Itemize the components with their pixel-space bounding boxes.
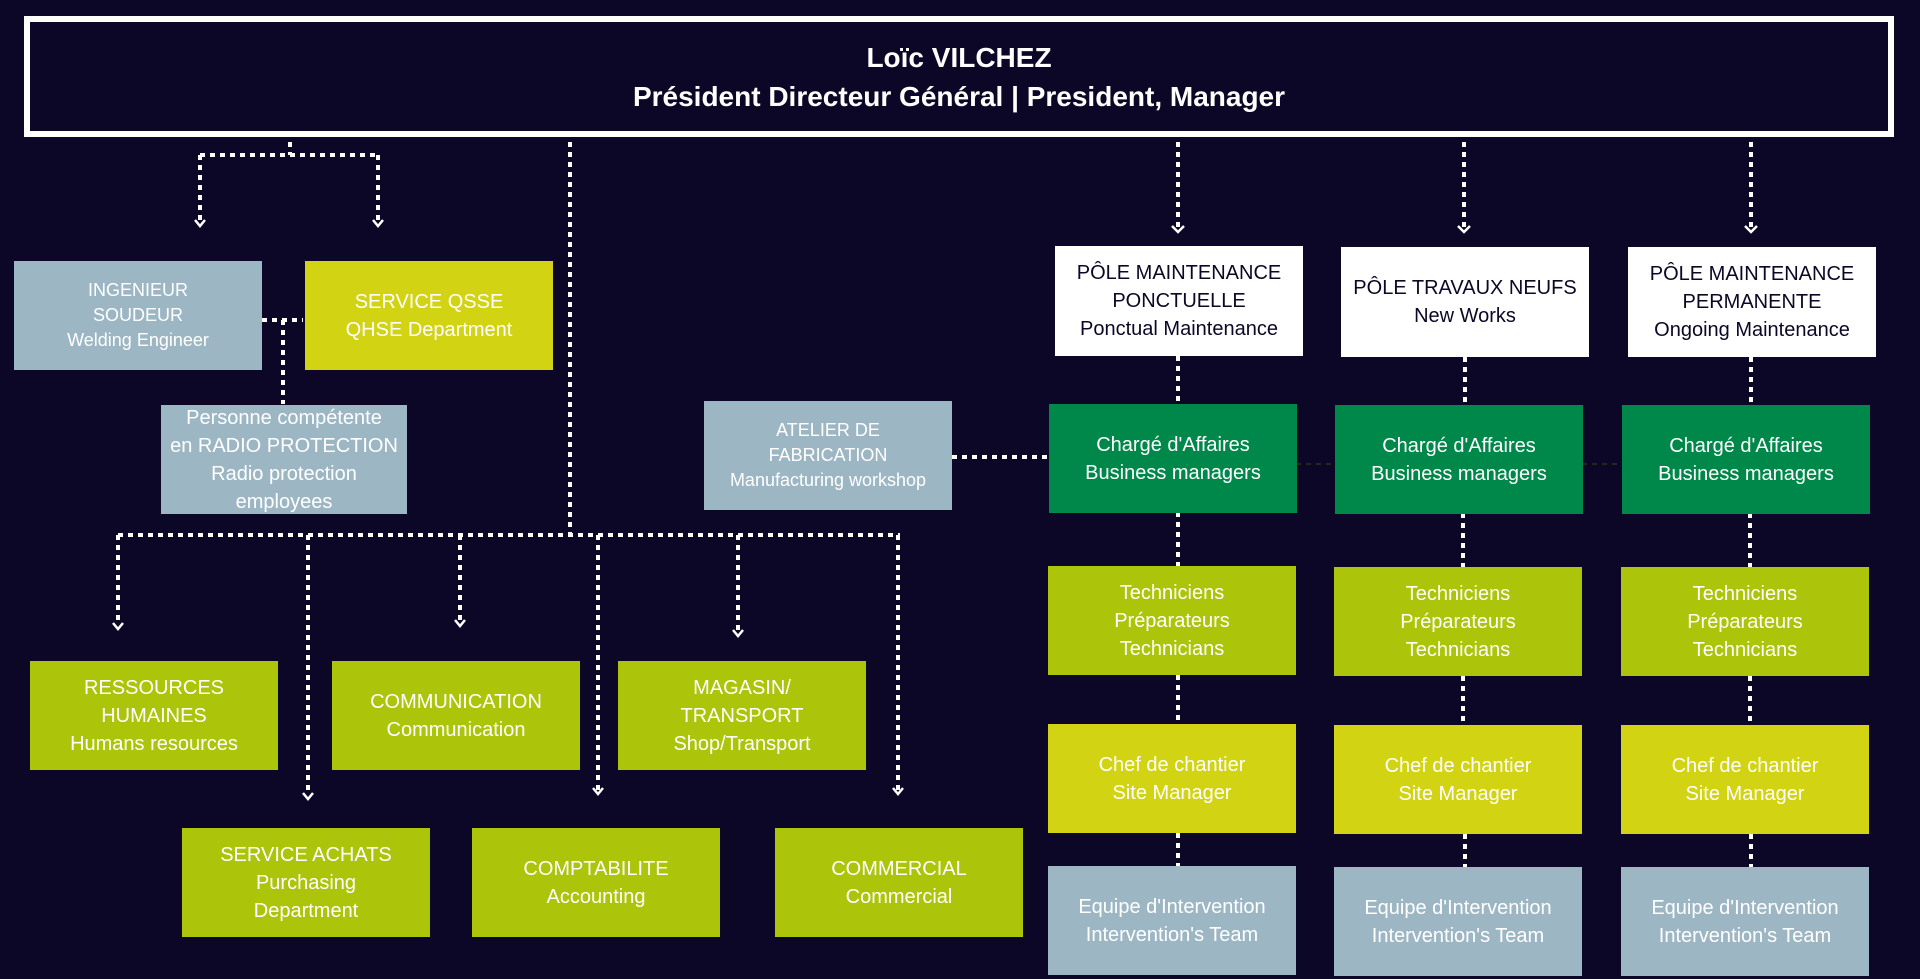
- pole-2-techniciens: Techniciens Préparateurs Technicians: [1334, 567, 1582, 676]
- box-atelier-fabrication: ATELIER DE FABRICATION Manufacturing wor…: [704, 401, 952, 510]
- connector-welding-qsse: [262, 318, 303, 404]
- pole-3-charge-affaires: Chargé d'Affaires Business managers: [1622, 405, 1870, 514]
- pole-2-chef-chantier: Chef de chantier Site Manager: [1334, 725, 1582, 834]
- arrow-qsse: [372, 219, 384, 228]
- pole-2-charge-affaires: Chargé d'Affaires Business managers: [1335, 405, 1583, 514]
- ceo-title: Président Directeur Général | President,…: [632, 80, 1286, 112]
- header-box: Loïc VILCHEZ Président Directeur Général…: [24, 16, 1894, 137]
- arrow-pole-3: [1744, 225, 1758, 234]
- box-ressources-humaines: RESSOURCES HUMAINES Humans resources: [30, 661, 278, 770]
- box-service-achats: SERVICE ACHATS Purchasing Department: [182, 828, 430, 937]
- connector-pole-3: [1748, 357, 1753, 867]
- arrow-rh: [112, 622, 124, 631]
- box-welding-engineer: INGENIEUR SOUDEUR Welding Engineer: [14, 261, 262, 370]
- arrow-pole-1: [1171, 225, 1185, 234]
- arrow-commercial: [892, 787, 904, 796]
- arrow-communication: [454, 619, 466, 628]
- box-service-qsse: SERVICE QSSE QHSE Department: [305, 261, 553, 370]
- arrow-pole-2: [1457, 225, 1471, 234]
- pole-1-charge-affaires: Chargé d'Affaires Business managers: [1049, 404, 1297, 513]
- pole-maintenance-permanente: PÔLE MAINTENANCE PERMANENTE Ongoing Main…: [1628, 247, 1876, 357]
- pole-maintenance-ponctuelle: PÔLE MAINTENANCE PONCTUELLE Ponctual Mai…: [1055, 246, 1303, 356]
- arrow-comptabilite: [592, 787, 604, 796]
- connector-header-support: [198, 142, 380, 222]
- pole-3-chef-chantier: Chef de chantier Site Manager: [1621, 725, 1869, 834]
- pole-3-techniciens: Techniciens Préparateurs Technicians: [1621, 567, 1869, 676]
- box-communication: COMMUNICATION Communication: [332, 661, 580, 770]
- pole-2-equipe-intervention: Equipe d'Intervention Intervention's Tea…: [1334, 867, 1582, 976]
- arrow-welding: [194, 219, 206, 228]
- arrow-achats: [302, 792, 314, 801]
- pole-1-equipe-intervention: Equipe d'Intervention Intervention's Tea…: [1048, 866, 1296, 975]
- box-commercial: COMMERCIAL Commercial: [775, 828, 1023, 937]
- connector-header-departments: [116, 142, 900, 795]
- pole-1-techniciens: Techniciens Préparateurs Technicians: [1048, 566, 1296, 675]
- box-magasin-transport: MAGASIN/ TRANSPORT Shop/Transport: [618, 661, 866, 770]
- box-radio-protection: Personne compétente en RADIO PROTECTION …: [161, 405, 407, 514]
- arrow-magasin: [732, 629, 744, 638]
- pole-3-equipe-intervention: Equipe d'Intervention Intervention's Tea…: [1621, 867, 1869, 976]
- pole-travaux-neufs: PÔLE TRAVAUX NEUFS New Works: [1341, 247, 1589, 357]
- connector-pole-2: [1461, 357, 1467, 867]
- pole-1-chef-chantier: Chef de chantier Site Manager: [1048, 724, 1296, 833]
- ceo-name: Loïc VILCHEZ: [866, 41, 1052, 73]
- box-comptabilite: COMPTABILITE Accounting: [472, 828, 720, 937]
- connector-header-poles: [1176, 142, 1753, 228]
